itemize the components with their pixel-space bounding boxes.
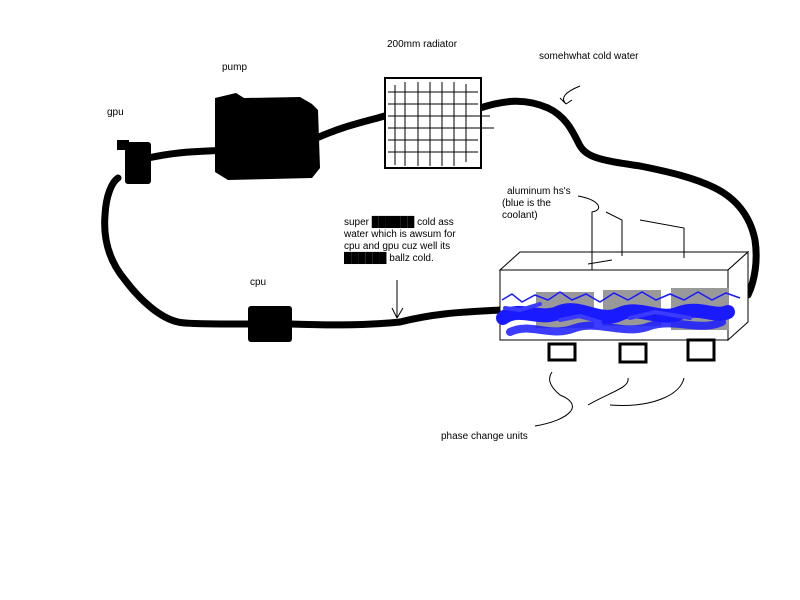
gpu-block-fitting <box>117 140 129 150</box>
pump-body <box>215 93 320 180</box>
super-cold-note-line: water which is awsum for <box>344 229 456 240</box>
super-cold-note: super ██████ cold ass water which is aws… <box>344 217 456 265</box>
phase-change-pointer-lines <box>534 371 685 427</box>
phase-change-unit-3 <box>686 338 716 362</box>
super-cold-note-line: super ██████ cold ass <box>344 217 454 228</box>
radiator-label: 200mm radiator <box>387 39 458 50</box>
cpu-label: cpu <box>250 277 267 288</box>
phase-change-label: phase change units <box>441 431 528 442</box>
heatsinks-note: aluminum hs's (blue is the coolant) <box>502 186 571 222</box>
cold-water-arrow <box>559 85 581 105</box>
super-cold-arrow <box>391 280 404 319</box>
coolant-fill <box>496 291 741 336</box>
heatsink-pointer-lines <box>577 195 685 270</box>
heatsinks-note-line: coolant) <box>502 210 538 221</box>
super-cold-note-line: cpu and gpu cuz well its <box>344 241 451 252</box>
phase-change-unit-2 <box>618 342 648 364</box>
gpu-label: gpu <box>107 107 124 118</box>
cpu-block <box>248 306 292 342</box>
heatsinks-note-line: (blue is the <box>502 198 551 209</box>
pump-label: pump <box>222 62 248 73</box>
cold-water-label: somehwhat cold water <box>539 51 639 62</box>
gpu-block <box>125 142 151 184</box>
radiator-grid <box>384 77 494 169</box>
super-cold-note-line: ██████ ballz cold. <box>344 253 434 264</box>
coolant-tubing <box>101 97 760 329</box>
phase-change-unit-1 <box>547 342 577 362</box>
heatsinks-note-line: aluminum hs's <box>507 186 571 197</box>
